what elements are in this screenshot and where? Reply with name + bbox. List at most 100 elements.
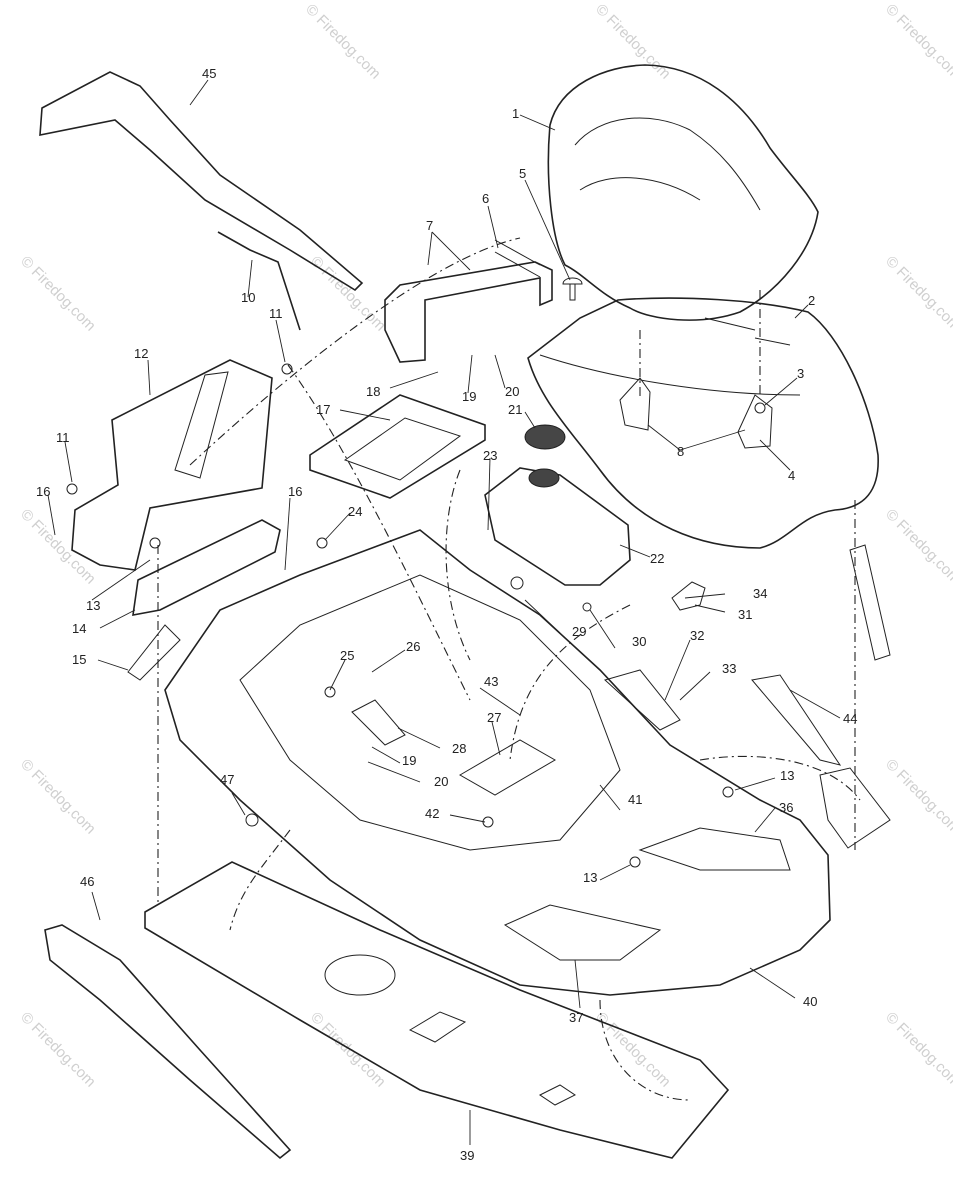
floor-pan-37: [503, 904, 662, 961]
watermark-text: © Firedog.com: [17, 506, 99, 588]
dash-panel-12: [71, 359, 273, 571]
body-floor-opening: [239, 574, 621, 851]
assembly-line: [699, 755, 861, 801]
part-label-26: 26: [406, 639, 420, 654]
side-rail-46: [44, 924, 292, 1160]
part-label-41: 41: [628, 792, 642, 807]
fender-trim-45: [39, 71, 364, 292]
part-label-32: 32: [690, 628, 704, 643]
part-label-43: 43: [484, 674, 498, 689]
part-label-13: 13: [86, 598, 100, 613]
part-label-19: 19: [402, 753, 416, 768]
part-label-25: 25: [340, 648, 354, 663]
bottom-pan-39: [144, 861, 730, 1159]
assembly-line: [229, 829, 291, 931]
pan-slot-1: [408, 1011, 467, 1043]
watermark-text: © Firedog.com: [17, 756, 99, 838]
part-label-10: 10: [241, 290, 255, 305]
part-label-34: 34: [753, 586, 767, 601]
assembly-line: [599, 999, 691, 1101]
part-label-31: 31: [738, 607, 752, 622]
part-label-13: 13: [780, 768, 794, 783]
part-label-20: 20: [505, 384, 519, 399]
rod-10: [217, 231, 301, 331]
part-label-1: 1: [512, 106, 519, 121]
fuel-tank-22: [484, 467, 631, 586]
assembly-line: [287, 364, 471, 701]
part-label-44: 44: [843, 711, 857, 726]
bolt-47: [245, 813, 259, 827]
watermark-text: © Firedog.com: [17, 1009, 99, 1091]
tank-plate-17: [309, 394, 486, 499]
part-label-16: 16: [288, 484, 302, 499]
bolt-13a: [149, 537, 161, 549]
part-label-7: 7: [426, 218, 433, 233]
plate-36: [638, 827, 791, 871]
tank-filler: [528, 468, 560, 488]
seat-bracket-8b: [737, 394, 773, 449]
part-label-5: 5: [519, 166, 526, 181]
part-label-11: 11: [269, 306, 283, 321]
bracket-28: [351, 699, 406, 746]
body-40: [164, 529, 831, 996]
part-label-37: 37: [569, 1010, 583, 1025]
rear-body-detail: [539, 317, 801, 396]
bolt-25: [324, 686, 336, 698]
part-label-39: 39: [460, 1148, 474, 1163]
assembly-line: [509, 604, 631, 761]
watermark-text: © Firedog.com: [592, 1, 674, 83]
part-label-45: 45: [202, 66, 216, 81]
part-label-40: 40: [803, 994, 817, 1009]
trim-44a: [751, 674, 842, 766]
seat-contour: [574, 117, 761, 211]
steering-column: [174, 371, 229, 479]
bracket-14: [132, 519, 281, 616]
watermark-text: © Firedog.com: [307, 1009, 389, 1091]
knob-3: [754, 402, 766, 414]
part-label-13: 13: [583, 870, 597, 885]
part-label-33: 33: [722, 661, 736, 676]
part-label-15: 15: [72, 652, 86, 667]
nut-24: [316, 537, 328, 549]
bolt-5: [562, 277, 583, 301]
tank-plate-cutout: [343, 417, 462, 481]
part-label-19: 19: [462, 389, 476, 404]
part-label-28: 28: [452, 741, 466, 756]
part-label-14: 14: [72, 621, 86, 636]
seat-bracket-8a: [619, 377, 651, 431]
assembly-line: [639, 290, 761, 400]
bracket-27: [459, 739, 556, 796]
part-label-47: 47: [220, 772, 234, 787]
watermark-text: © Firedog.com: [17, 253, 99, 335]
trim-32: [603, 669, 681, 731]
bolt-13b: [722, 786, 734, 798]
watermark-text: © Firedog.com: [882, 1009, 953, 1091]
part-label-42: 42: [425, 806, 439, 821]
watermark-text: © Firedog.com: [592, 1009, 674, 1091]
part-labels: 1 2 3 4 5 6 7 8 10 11 11 12 13 13 13 14 …: [36, 66, 857, 1163]
part-label-29: 29: [572, 624, 586, 639]
seat-1: [547, 64, 819, 321]
part-label-2: 2: [808, 293, 815, 308]
part-label-16: 16: [36, 484, 50, 499]
trim-44c: [849, 544, 891, 661]
pan-hole: [324, 954, 396, 996]
seat-bracket-6: [384, 261, 553, 363]
part-label-4: 4: [788, 468, 795, 483]
rear-body-2: [527, 297, 879, 549]
assembly-line: [445, 469, 471, 661]
watermark-text: © Firedog.com: [882, 253, 953, 335]
watermark-text: © Firedog.com: [882, 506, 953, 588]
part-label-18: 18: [366, 384, 380, 399]
part-label-20: 20: [434, 774, 448, 789]
part-label-24: 24: [348, 504, 362, 519]
part-label-30: 30: [632, 634, 646, 649]
part-label-36: 36: [779, 800, 793, 815]
panel-15: [127, 624, 181, 681]
watermark-text: © Firedog.com: [882, 756, 953, 838]
assembly-line: [189, 237, 521, 466]
trim-44b: [819, 767, 891, 849]
part-label-23: 23: [483, 448, 497, 463]
watermark-text: © Firedog.com: [307, 253, 389, 335]
